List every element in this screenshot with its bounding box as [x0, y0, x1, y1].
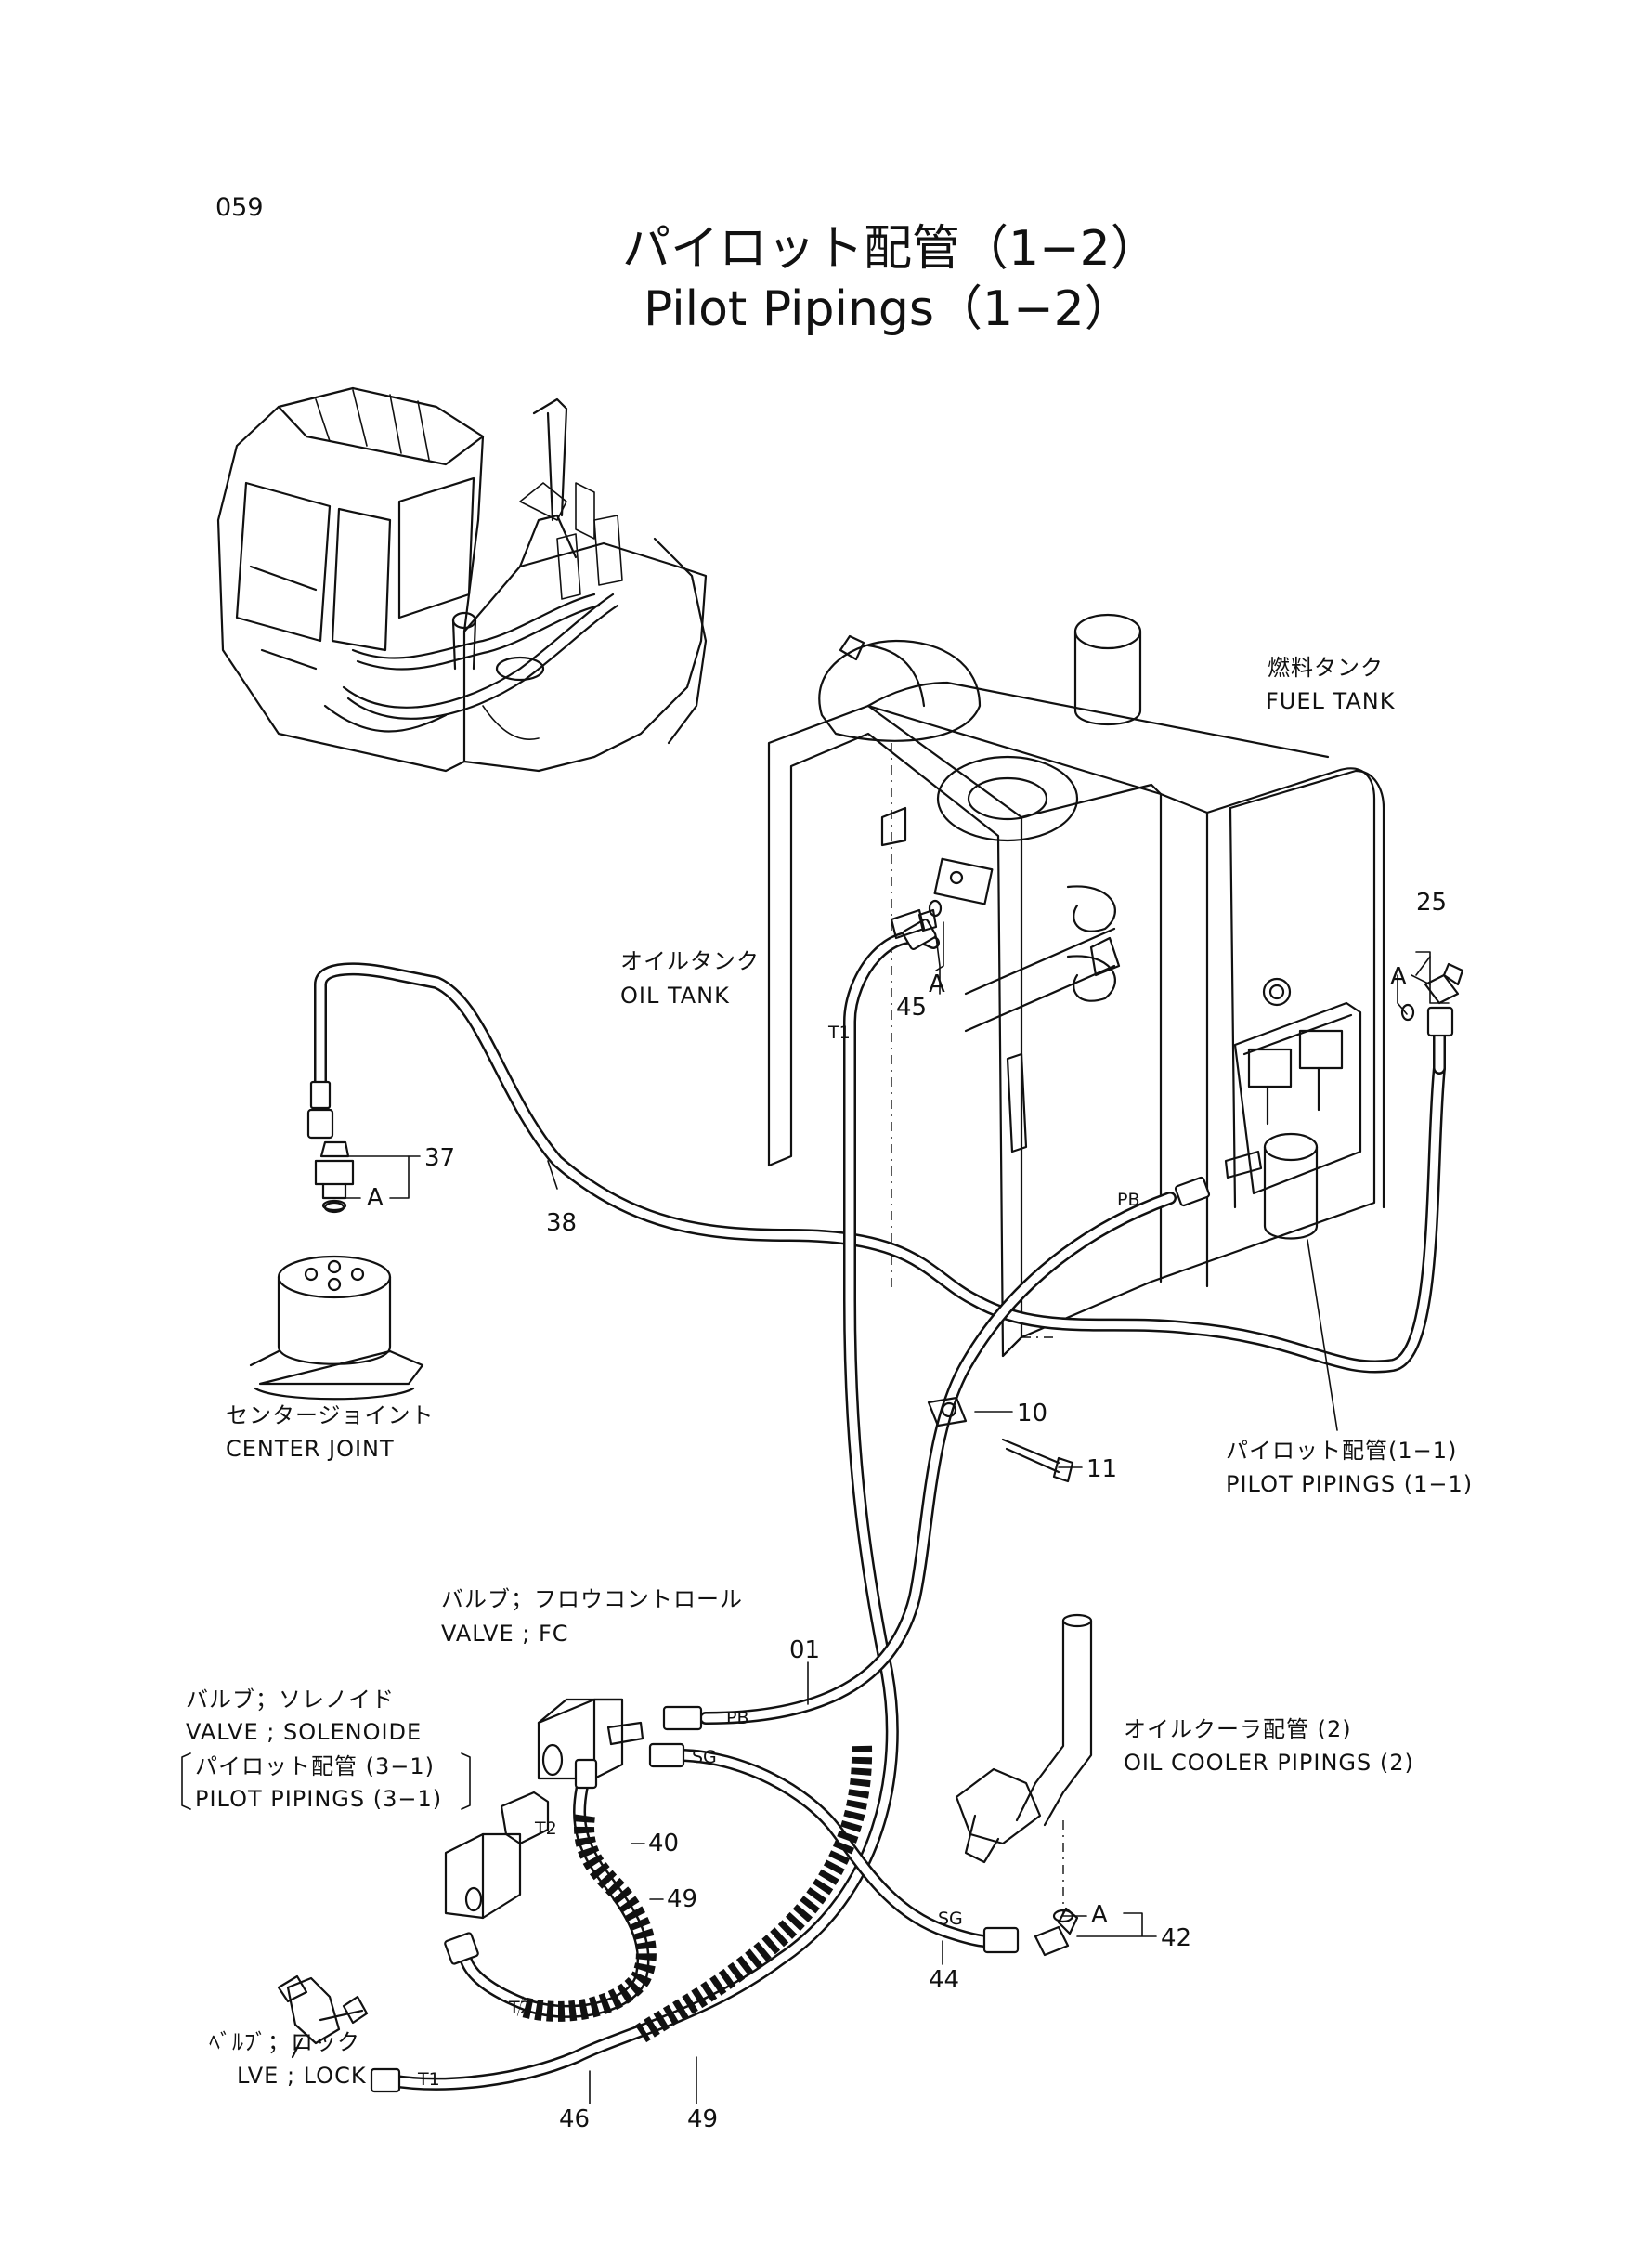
- hose-38: [314, 962, 1446, 1374]
- part-number-49-upper: 49: [667, 1885, 697, 1913]
- o-rings: [323, 899, 1415, 1923]
- valve-solenoid-label-ja: バルブ；ソレノイド: [186, 1687, 395, 1713]
- bolt-11: [1001, 1438, 1074, 1483]
- port-tag-pb-tank: PB: [1117, 1190, 1140, 1210]
- valve-lock-label-ja: ﾍﾞﾙﾌﾞ；ロック: [209, 2029, 360, 2055]
- port-tag-a-42: A: [1091, 1901, 1108, 1929]
- fitting-37: [314, 1140, 355, 1212]
- part-number-25: 25: [1416, 889, 1447, 917]
- port-tag-t1-lock: T1: [417, 2069, 440, 2090]
- part-number-11: 11: [1086, 1455, 1117, 1483]
- port-tag-t2-lower: T2: [508, 1998, 531, 2018]
- fitting-45: [890, 908, 938, 940]
- center-joint-label-en: CENTER JOINT: [226, 1436, 395, 1462]
- leader-lines: [345, 921, 1450, 2104]
- pilot-pipings-1-1-label-en: PILOT PIPINGS (1−1): [1226, 1471, 1473, 1497]
- hose-46: [384, 931, 940, 2091]
- part-number-01: 01: [789, 1636, 820, 1664]
- port-tag-t2-upper: T2: [534, 1818, 557, 1839]
- fitting-42: [1034, 1907, 1079, 1957]
- excavator-cab-illustration: [216, 386, 708, 773]
- part-number-45: 45: [896, 994, 927, 1022]
- port-tag-sg-valve: SG: [692, 1747, 717, 1767]
- lock-valve-part: [277, 1974, 369, 2059]
- page-number: 059: [215, 193, 264, 222]
- hose-01: [699, 1192, 1177, 1725]
- part-number-40: 40: [648, 1830, 679, 1857]
- oil-cooler-label-ja: オイルクーラ配管 (2): [1124, 1716, 1352, 1742]
- oil-tank-label-ja: オイルタンク: [620, 948, 760, 974]
- port-tag-a-37: A: [367, 1184, 384, 1212]
- valve-lock-label-en: LVE ; LOCK: [237, 2063, 367, 2089]
- title-japanese: パイロット配管（1−2）: [622, 221, 1159, 277]
- part-number-46: 46: [559, 2105, 590, 2133]
- bracket-left: [181, 1752, 191, 1810]
- bracket-right: [461, 1752, 471, 1810]
- oil-tank-label-en: OIL TANK: [620, 983, 730, 1009]
- pilot-pipings-3-1-label-en: PILOT PIPINGS (3−1): [195, 1786, 442, 1812]
- clamp-10: [927, 1396, 968, 1427]
- spiral-guard-49-upper: [516, 1814, 657, 2022]
- port-tag-a-45: A: [929, 971, 945, 998]
- pilot-pipings-1-1-label-ja: パイロット配管(1−1): [1226, 1438, 1457, 1464]
- part-number-10: 10: [1017, 1400, 1047, 1427]
- part-number-44: 44: [929, 1966, 959, 1994]
- center-joint-label-ja: センタージョイント: [226, 1402, 435, 1428]
- part-number-38: 38: [546, 1209, 577, 1237]
- solenoid-valve-part: [444, 1791, 550, 1920]
- valve-solenoid-label-en: VALVE ; SOLENOIDE: [186, 1719, 422, 1745]
- center-joint-part: [249, 1255, 424, 1401]
- oil-cooler-pipe-part: [955, 1613, 1093, 1913]
- hose-44: [671, 1749, 991, 1948]
- fitting-25: [1424, 962, 1464, 1005]
- port-tag-pb-valve: PB: [726, 1708, 749, 1728]
- title-english: Pilot Pipings（1−2）: [644, 281, 1133, 337]
- port-tag-sg-cooler: SG: [938, 1909, 963, 1929]
- part-number-37: 37: [424, 1144, 455, 1172]
- fuel-tank-label-en: FUEL TANK: [1266, 688, 1396, 714]
- pilot-pipings-3-1-label-ja: パイロット配管 (3−1): [195, 1753, 435, 1779]
- fuel-tank-label-ja: 燃料タンク: [1268, 655, 1384, 681]
- oil-cooler-label-en: OIL COOLER PIPINGS (2): [1124, 1750, 1414, 1776]
- valve-fc-label-en: VALVE ; FC: [441, 1621, 569, 1647]
- tank-assembly: [767, 613, 1385, 1358]
- part-number-49-lower: 49: [687, 2105, 718, 2133]
- hose-end-fittings: [306, 918, 1454, 2093]
- hose-40: [458, 1767, 650, 2018]
- valve-fc-label-ja: バルブ；フロウコントロール: [441, 1586, 743, 1612]
- port-tag-t1-tank: T1: [827, 1023, 851, 1043]
- port-tag-a-25: A: [1390, 963, 1407, 991]
- spiral-guard-49-lower: [634, 1745, 873, 2043]
- part-number-42: 42: [1161, 1924, 1191, 1952]
- pilot-filter-block: [1224, 977, 1362, 1240]
